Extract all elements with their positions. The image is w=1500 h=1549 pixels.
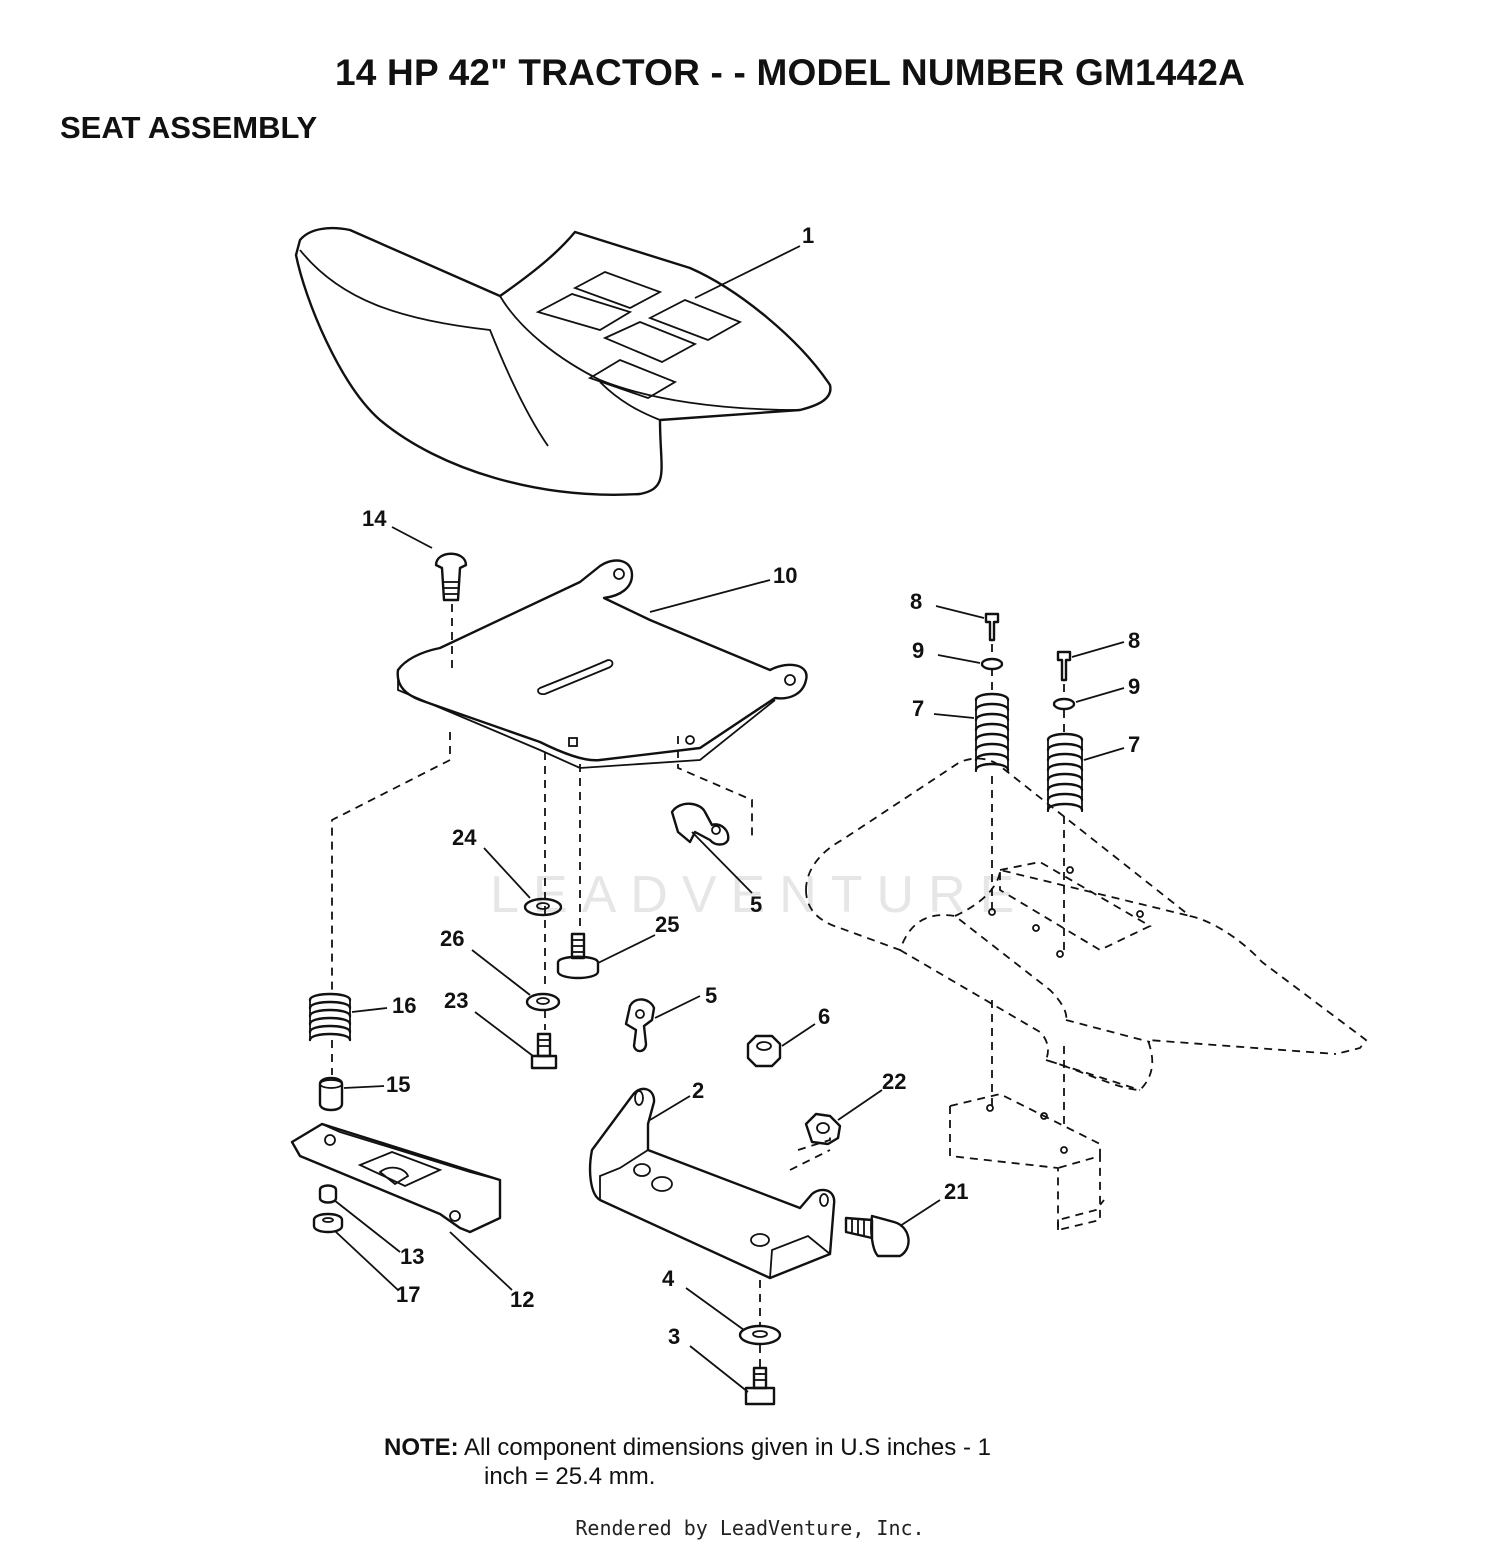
page-title: 14 HP 42" TRACTOR - - MODEL NUMBER GM144… <box>334 52 1245 93</box>
part-washer-9-left[interactable] <box>980 657 1004 671</box>
callout-16: 16 <box>392 993 416 1018</box>
part-bolt-3[interactable] <box>744 1366 776 1406</box>
callout-7-left: 7 <box>912 696 924 721</box>
callout-10: 10 <box>773 563 797 588</box>
part-bolt-23[interactable] <box>530 1032 558 1070</box>
part-bolt-25[interactable] <box>556 932 600 980</box>
callout-9-right: 9 <box>1128 674 1140 699</box>
callout-3: 3 <box>668 1324 680 1349</box>
callout-8-right: 8 <box>1128 628 1140 653</box>
note-line-1: All component dimensions given in U.S in… <box>464 1434 991 1461</box>
callout-22: 22 <box>882 1069 906 1094</box>
part-washer-26[interactable] <box>525 992 561 1012</box>
note-label: NOTE: <box>384 1434 459 1461</box>
callout-12: 12 <box>510 1287 534 1312</box>
part-washer-4[interactable] <box>738 1324 782 1346</box>
callout-23: 23 <box>444 988 468 1013</box>
part-nut-6[interactable] <box>746 1034 782 1068</box>
callout-25: 25 <box>655 912 679 937</box>
callout-17: 17 <box>396 1282 420 1307</box>
part-seat[interactable] <box>294 226 832 496</box>
part-nut-22[interactable] <box>804 1112 842 1146</box>
footer-credit: Rendered by LeadVenture, Inc. <box>575 1516 925 1540</box>
part-seat-pan[interactable] <box>396 559 808 769</box>
callout-13: 13 <box>400 1244 424 1269</box>
part-clip-lower[interactable] <box>624 998 656 1053</box>
part-clip-upper[interactable] <box>670 802 730 846</box>
part-spring-7-right[interactable] <box>1046 732 1084 812</box>
callout-5-lower: 5 <box>705 983 717 1008</box>
frame-reference <box>805 757 1368 1232</box>
watermark-text: LEADVENTURE <box>490 866 1028 924</box>
callout-1: 1 <box>802 223 814 248</box>
callout-9-left: 9 <box>912 638 924 663</box>
callout-24: 24 <box>452 825 477 850</box>
part-spring-16[interactable] <box>308 992 352 1042</box>
part-pin-8-right[interactable] <box>1056 650 1072 682</box>
callout-21: 21 <box>944 1179 968 1204</box>
callout-2: 2 <box>692 1078 704 1103</box>
callout-14: 14 <box>362 506 387 531</box>
part-carriage-bolt[interactable] <box>434 552 468 602</box>
note-line-2: inch = 25.4 mm. <box>484 1463 656 1490</box>
part-nut-13[interactable] <box>318 1184 338 1204</box>
part-bushing-15[interactable] <box>318 1076 344 1112</box>
callout-15: 15 <box>386 1072 410 1097</box>
part-bracket-plate[interactable] <box>290 1122 502 1234</box>
callout-7-right: 7 <box>1128 732 1140 757</box>
part-flange-nut-17[interactable] <box>312 1212 344 1234</box>
note: NOTE: All component dimensions given in … <box>384 1433 991 1491</box>
part-pin-8-left[interactable] <box>984 612 1000 642</box>
part-bolt-21[interactable] <box>844 1214 910 1258</box>
part-washer-24[interactable] <box>523 897 563 917</box>
callout-4: 4 <box>662 1266 675 1291</box>
section-title: SEAT ASSEMBLY <box>60 110 318 145</box>
callout-8-left: 8 <box>910 589 922 614</box>
callout-26: 26 <box>440 926 464 951</box>
part-spring-7-left[interactable] <box>974 692 1010 772</box>
callout-5-upper: 5 <box>750 892 762 917</box>
part-bracket-2[interactable] <box>588 1087 836 1280</box>
callout-6: 6 <box>818 1004 830 1029</box>
part-washer-9-right[interactable] <box>1052 697 1076 711</box>
